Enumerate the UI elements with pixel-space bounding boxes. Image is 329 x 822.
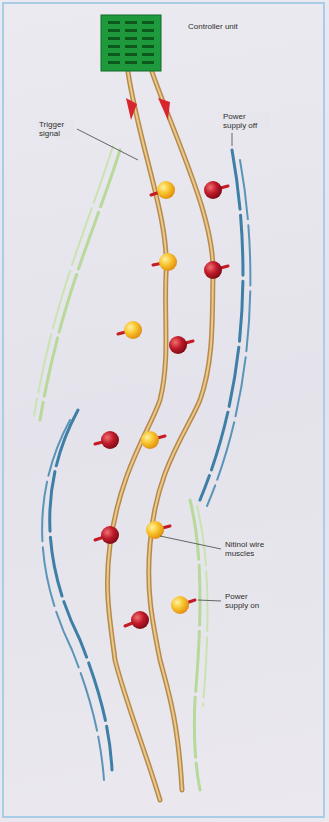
muscle-label: Nitinol wire muscles (224, 540, 274, 558)
supply-label: Power supply off (222, 112, 270, 130)
strand (149, 72, 213, 790)
leader-line (160, 536, 221, 549)
joint-bead (204, 261, 222, 279)
signal-label: Trigger signal (38, 120, 74, 138)
leader-line (77, 129, 138, 160)
joint-bead (131, 611, 149, 629)
joint-bead (101, 526, 119, 544)
joint-bead (141, 431, 159, 449)
joint-bead (124, 321, 142, 339)
joint-bead (204, 181, 222, 199)
green-muscle (40, 150, 120, 420)
signal-arrow (158, 98, 170, 120)
blue-muscle (42, 420, 104, 780)
chip-label: Controller unit (188, 22, 258, 31)
strand (149, 72, 213, 790)
joint-bead (101, 431, 119, 449)
blue-muscle (50, 410, 112, 770)
green-muscle (34, 146, 113, 416)
blue-muscle (200, 150, 243, 500)
joint-bead (171, 596, 189, 614)
joint-bead (159, 253, 177, 271)
leader-line (198, 600, 221, 601)
joint-bead (157, 181, 175, 199)
chip-outline (100, 14, 162, 72)
green-muscle (197, 506, 208, 706)
leader-line (232, 133, 233, 146)
supply-label: Power supply on (224, 592, 270, 610)
signal-arrow (126, 98, 137, 120)
controller-chip: Controller unit (100, 14, 162, 72)
joint-bead (169, 336, 187, 354)
